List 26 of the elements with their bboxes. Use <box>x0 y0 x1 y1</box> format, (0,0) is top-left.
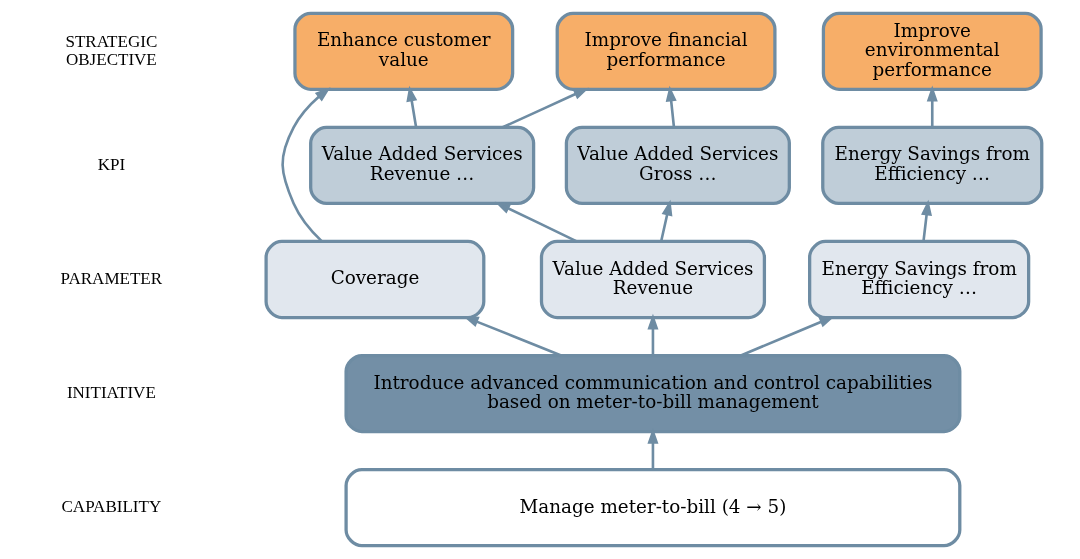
label: PARAMETER <box>60 268 162 288</box>
label: KPI <box>97 154 125 174</box>
node-box: Enhance customer value <box>292 11 514 91</box>
node-box: Manage meter-to-bill (4 → 5) <box>343 468 961 548</box>
arrow <box>280 87 331 243</box>
label: STRATEGIC OBJECTIVE <box>64 31 157 69</box>
node-box: Energy Savings from Efficiency … <box>820 125 1043 206</box>
label: INITIATIVE <box>66 383 156 403</box>
node-box: Introduce advanced communication and control capabilities based on meter-to-bill management <box>343 353 961 434</box>
arrow <box>920 199 932 242</box>
arrow <box>926 85 938 127</box>
node-box: Value Added Services Revenue … <box>308 125 535 206</box>
arrow <box>659 199 672 242</box>
node-box: Value Added Services Revenue <box>539 239 766 320</box>
arrow <box>494 201 577 243</box>
arrow <box>665 85 677 128</box>
arrow <box>739 316 835 357</box>
node-box: Coverage <box>263 239 485 320</box>
node-box: Improve financial performance <box>555 11 777 91</box>
node-box: Energy Savings from Efficiency … <box>807 239 1030 320</box>
node-box: Value Added Services Gross … <box>564 125 791 206</box>
node-box: Improve environmental performance <box>821 11 1043 91</box>
arrow <box>405 85 417 128</box>
arrow <box>501 87 589 129</box>
arrow <box>646 313 658 356</box>
label: CAPABILITY <box>61 497 161 517</box>
